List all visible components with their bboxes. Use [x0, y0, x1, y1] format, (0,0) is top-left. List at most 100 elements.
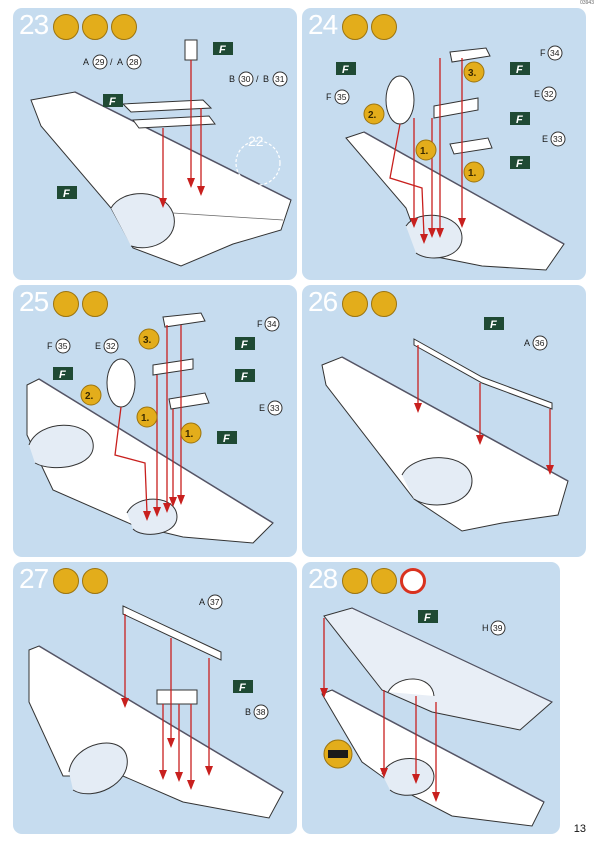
step-icons: [342, 291, 397, 319]
svg-text:35: 35: [58, 341, 68, 351]
flag-icon: F: [235, 369, 255, 383]
svg-text:F: F: [239, 682, 246, 694]
part-letter: A: [117, 57, 123, 67]
svg-text:E: E: [542, 134, 548, 144]
svg-text:E: E: [259, 403, 265, 413]
assembly-drawing: A 36 F: [321, 317, 569, 532]
marker-label: 22: [248, 133, 264, 149]
svg-text:F: F: [540, 48, 546, 58]
glue-tube-icon: [53, 14, 79, 40]
flag-icon: F: [510, 156, 530, 170]
page-number: 13: [573, 823, 586, 835]
part-number: 29: [95, 57, 105, 67]
flag-icon: F: [57, 186, 77, 200]
flag-icon: F: [217, 431, 237, 445]
assembly-drawing: A 37 B 38 F: [28, 594, 284, 819]
step-panel-26: 26 A 36 F: [302, 285, 586, 557]
step-icons: [342, 568, 426, 596]
assembly-drawing: H 39 F: [320, 607, 553, 827]
paintbrush-icon: [82, 291, 108, 317]
svg-text:F: F: [257, 319, 263, 329]
glue-tube-icon: [342, 291, 368, 317]
part-34: [162, 312, 206, 328]
svg-text:A: A: [524, 338, 530, 348]
step-panel-23: 23 22 A 29 / A 28 B 30 / B: [13, 8, 297, 280]
flag-icon: F: [213, 42, 233, 56]
paintbrush-icon: [371, 291, 397, 317]
svg-text:F: F: [516, 64, 523, 76]
step-number: 26: [308, 286, 338, 317]
svg-text:E: E: [534, 89, 540, 99]
svg-text:36: 36: [535, 338, 545, 348]
sequence-badge: 3.: [463, 61, 485, 83]
step-panel-24: 24 F 34 F 35 E 32 E 33 3. 2. 1. 1. F F F: [302, 8, 586, 280]
svg-text:F: F: [47, 341, 53, 351]
part-32: [433, 97, 479, 119]
svg-text:1.: 1.: [185, 429, 194, 440]
flag-icon: F: [233, 680, 253, 694]
part-letter: B: [263, 74, 269, 84]
part-34: [449, 47, 491, 63]
svg-text:H: H: [482, 623, 489, 633]
sequence-badge: 1.: [463, 161, 485, 183]
flag-icon: F: [484, 317, 504, 331]
flag-icon: F: [53, 367, 73, 381]
step-number: 27: [19, 563, 49, 594]
svg-text:F: F: [326, 92, 332, 102]
document-code: 03943: [580, 0, 594, 6]
part-number: 30: [241, 74, 251, 84]
svg-text:1.: 1.: [420, 146, 429, 157]
part-number: 28: [129, 57, 139, 67]
svg-text:2.: 2.: [85, 391, 94, 402]
step-panel-25: 25 F 34 F 35 E 32 E 33 3. 2. 1. 1. F F F…: [13, 285, 297, 557]
svg-text:3.: 3.: [468, 68, 477, 79]
step-icons: [53, 568, 108, 596]
svg-text:F: F: [516, 114, 523, 126]
svg-text:32: 32: [106, 341, 116, 351]
svg-text:F: F: [63, 188, 70, 200]
step-number: 23: [19, 9, 49, 40]
svg-text:E: E: [95, 341, 101, 351]
svg-text:32: 32: [544, 89, 554, 99]
svg-text:1.: 1.: [141, 413, 150, 424]
part-frame-30: [121, 99, 213, 113]
flag-icon: F: [103, 94, 123, 108]
sequence-badge: 1.: [136, 406, 158, 428]
svg-text:34: 34: [550, 48, 560, 58]
sequence-badge: 1.: [415, 139, 437, 161]
glue-tube-icon: [342, 14, 368, 40]
part-upper: [184, 39, 198, 61]
part-letter: A: [83, 57, 89, 67]
flip-model-icon: [111, 14, 137, 40]
step-icons: [53, 14, 137, 42]
svg-text:F: F: [59, 369, 66, 381]
svg-text:F: F: [109, 96, 116, 108]
sequence-badge: 1.: [180, 422, 202, 444]
svg-text:1.: 1.: [468, 168, 477, 179]
sequence-badge: 2.: [80, 384, 102, 406]
step-number: 25: [19, 286, 49, 317]
sequence-badge: 3.: [138, 328, 160, 350]
svg-text:F: F: [490, 319, 497, 331]
flag-icon: F: [235, 337, 255, 351]
part-letter: B: [229, 74, 235, 84]
clamp-icon: [323, 739, 353, 769]
wing-part: [28, 645, 284, 819]
glue-tube-icon: [342, 568, 368, 594]
part-37: [122, 605, 222, 661]
assembly-drawing: F 34 F 35 E 32 E 33 3. 2. 1. 1. F F F F: [326, 45, 566, 271]
flag-icon: F: [336, 62, 356, 76]
svg-text:F: F: [424, 612, 431, 624]
flag-icon: F: [418, 610, 438, 624]
part-36: [413, 338, 553, 410]
svg-text:F: F: [516, 158, 523, 170]
part-35: [106, 358, 136, 408]
part-33: [168, 392, 210, 410]
step-number: 24: [308, 9, 338, 40]
svg-text:F: F: [241, 339, 248, 351]
part-33: [449, 137, 493, 155]
paintbrush-icon: [371, 568, 397, 594]
svg-text:B: B: [245, 707, 251, 717]
flag-icon: F: [510, 62, 530, 76]
paintbrush-icon: [371, 14, 397, 40]
